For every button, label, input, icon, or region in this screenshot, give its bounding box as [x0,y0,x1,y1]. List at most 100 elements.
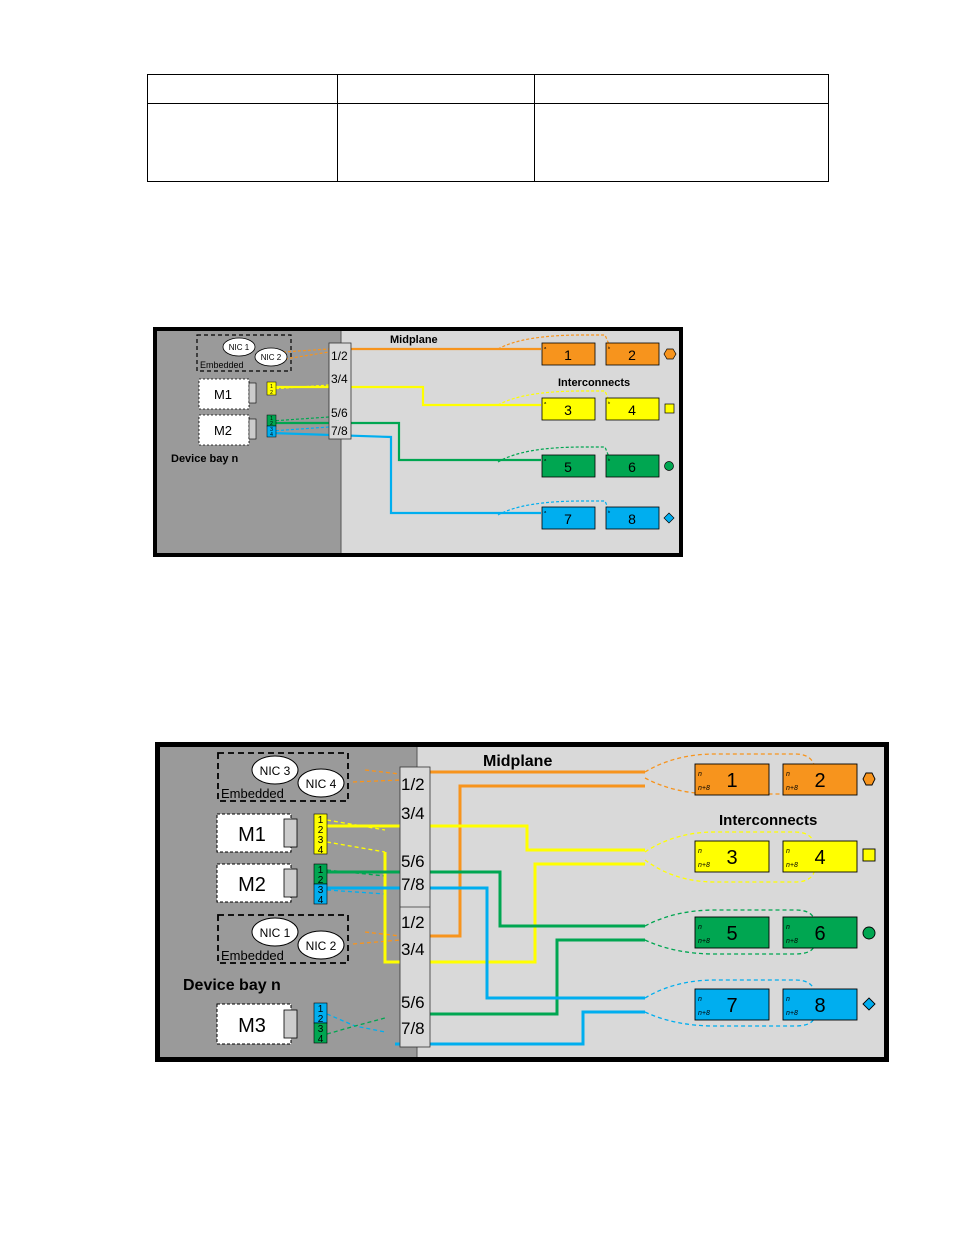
svg-text:b: b [608,509,611,514]
svg-text:4: 4 [318,1034,324,1045]
interconnect-3 [541,397,596,421]
svg-text:1: 1 [564,347,572,363]
svg-text:3: 3 [318,885,324,896]
midplane-port-label: 1/2 [401,913,425,932]
nic-label: NIC 1 [229,343,250,352]
svg-text:1: 1 [318,865,324,876]
table-cell [534,103,829,182]
svg-text:n+8: n+8 [698,938,710,945]
table-header-row [147,74,829,104]
interconnect-2 [782,763,858,796]
interconnect-boxes [694,763,858,1021]
nic-1 [222,337,256,357]
interconnect-numbers: 1 2 3 4 5 6 7 8 [564,347,636,527]
mezz-port-block [313,813,328,855]
table-cell [337,103,535,182]
interconnect-7 [694,988,770,1021]
svg-text:n+8: n+8 [698,785,710,792]
mezz-label: M1 [214,387,232,402]
embedded-nic-group [196,334,292,372]
bay-marks: a b a b a b a b [544,345,611,514]
interconnect-8 [605,506,660,530]
svg-text:a: a [544,457,547,462]
interconnect-4 [782,840,858,873]
midplane-port-label: 1/2 [331,349,348,363]
svg-text:8: 8 [814,995,825,1017]
interconnect-1 [541,342,596,366]
svg-text:5: 5 [564,459,572,475]
svg-text:n+8: n+8 [698,862,710,869]
svg-text:n: n [786,996,790,1003]
mezz-label: M1 [238,824,266,846]
svg-text:n: n [786,848,790,855]
nic-label: NIC 2 [306,939,337,953]
svg-text:3: 3 [564,402,572,418]
svg-text:2: 2 [318,825,324,836]
document-table [147,74,829,182]
link-blue-bottom [395,1010,645,1046]
midplane-port-label: 7/8 [401,1019,425,1038]
svg-text:n: n [698,771,702,778]
embedded-nic-group [217,914,349,964]
interconnects-label: Interconnects [558,377,630,389]
mezz-label: M3 [238,1015,266,1037]
embedded-label: Embedded [200,360,244,370]
nic-3 [251,755,299,785]
svg-text:2: 2 [270,421,273,427]
midplane-port-label: 5/6 [401,993,425,1012]
mezz-label: M2 [238,874,266,896]
interconnect-7 [541,506,596,530]
svg-text:3: 3 [318,835,324,846]
nic-1 [251,917,299,947]
table-header-cell [147,74,338,104]
svg-text:a: a [544,345,547,350]
mezz-label: M2 [214,423,232,438]
embedded-nic-group [217,752,349,802]
svg-text:n+8: n+8 [698,1010,710,1017]
link-green-bottom [425,938,645,1016]
svg-text:2: 2 [814,770,825,792]
midplane-port-label: 5/6 [331,406,348,420]
svg-text:1: 1 [318,815,324,826]
hexagon-icon [862,772,876,786]
mezz-port-block [266,425,277,438]
svg-text:n: n [786,924,790,931]
diagram-half-height-blade: 1/2 3/4 5/6 7/8 Midplane Interconnects N… [153,327,683,557]
svg-text:1: 1 [726,770,737,792]
nic-label: NIC 2 [261,353,282,362]
midplane-port-label: 7/8 [401,875,425,894]
svg-text:3: 3 [318,1024,324,1035]
diamond-icon [862,997,876,1011]
midplane-label: Midplane [483,753,552,770]
nic-4 [297,768,345,798]
svg-text:2: 2 [628,347,636,363]
nic-2 [254,347,288,367]
nic-2 [297,930,345,960]
link-yellow-bottom [383,852,645,964]
link-orange-bottom [427,784,645,938]
interconnect-2 [605,342,660,366]
svg-text:7: 7 [564,511,572,527]
device-bay-label: Device bay n [183,977,281,994]
interconnect-boxes [541,342,660,530]
svg-text:n+8: n+8 [786,785,798,792]
svg-text:7: 7 [726,995,737,1017]
nic-label: NIC 1 [260,926,291,940]
svg-text:1: 1 [270,416,273,422]
svg-text:2: 2 [318,875,324,886]
interconnect-8 [782,988,858,1021]
square-icon [664,403,675,414]
svg-text:1: 1 [318,1004,324,1015]
svg-text:4: 4 [318,845,324,856]
nic-label: NIC 3 [260,764,291,778]
mezz-card-m1 [216,813,292,853]
svg-text:n: n [698,996,702,1003]
diamond-icon [663,512,675,524]
table-cell [147,103,338,182]
diagram-full-height-blade: 1/2 3/4 5/6 7/8 1/2 3/4 5/6 7/8 Midplane… [155,742,889,1062]
midplane-port-label: 1/2 [401,775,425,794]
midplane-label: Midplane [390,334,438,346]
svg-text:8: 8 [628,511,636,527]
interconnect-5 [694,916,770,949]
svg-text:n+8: n+8 [786,938,798,945]
